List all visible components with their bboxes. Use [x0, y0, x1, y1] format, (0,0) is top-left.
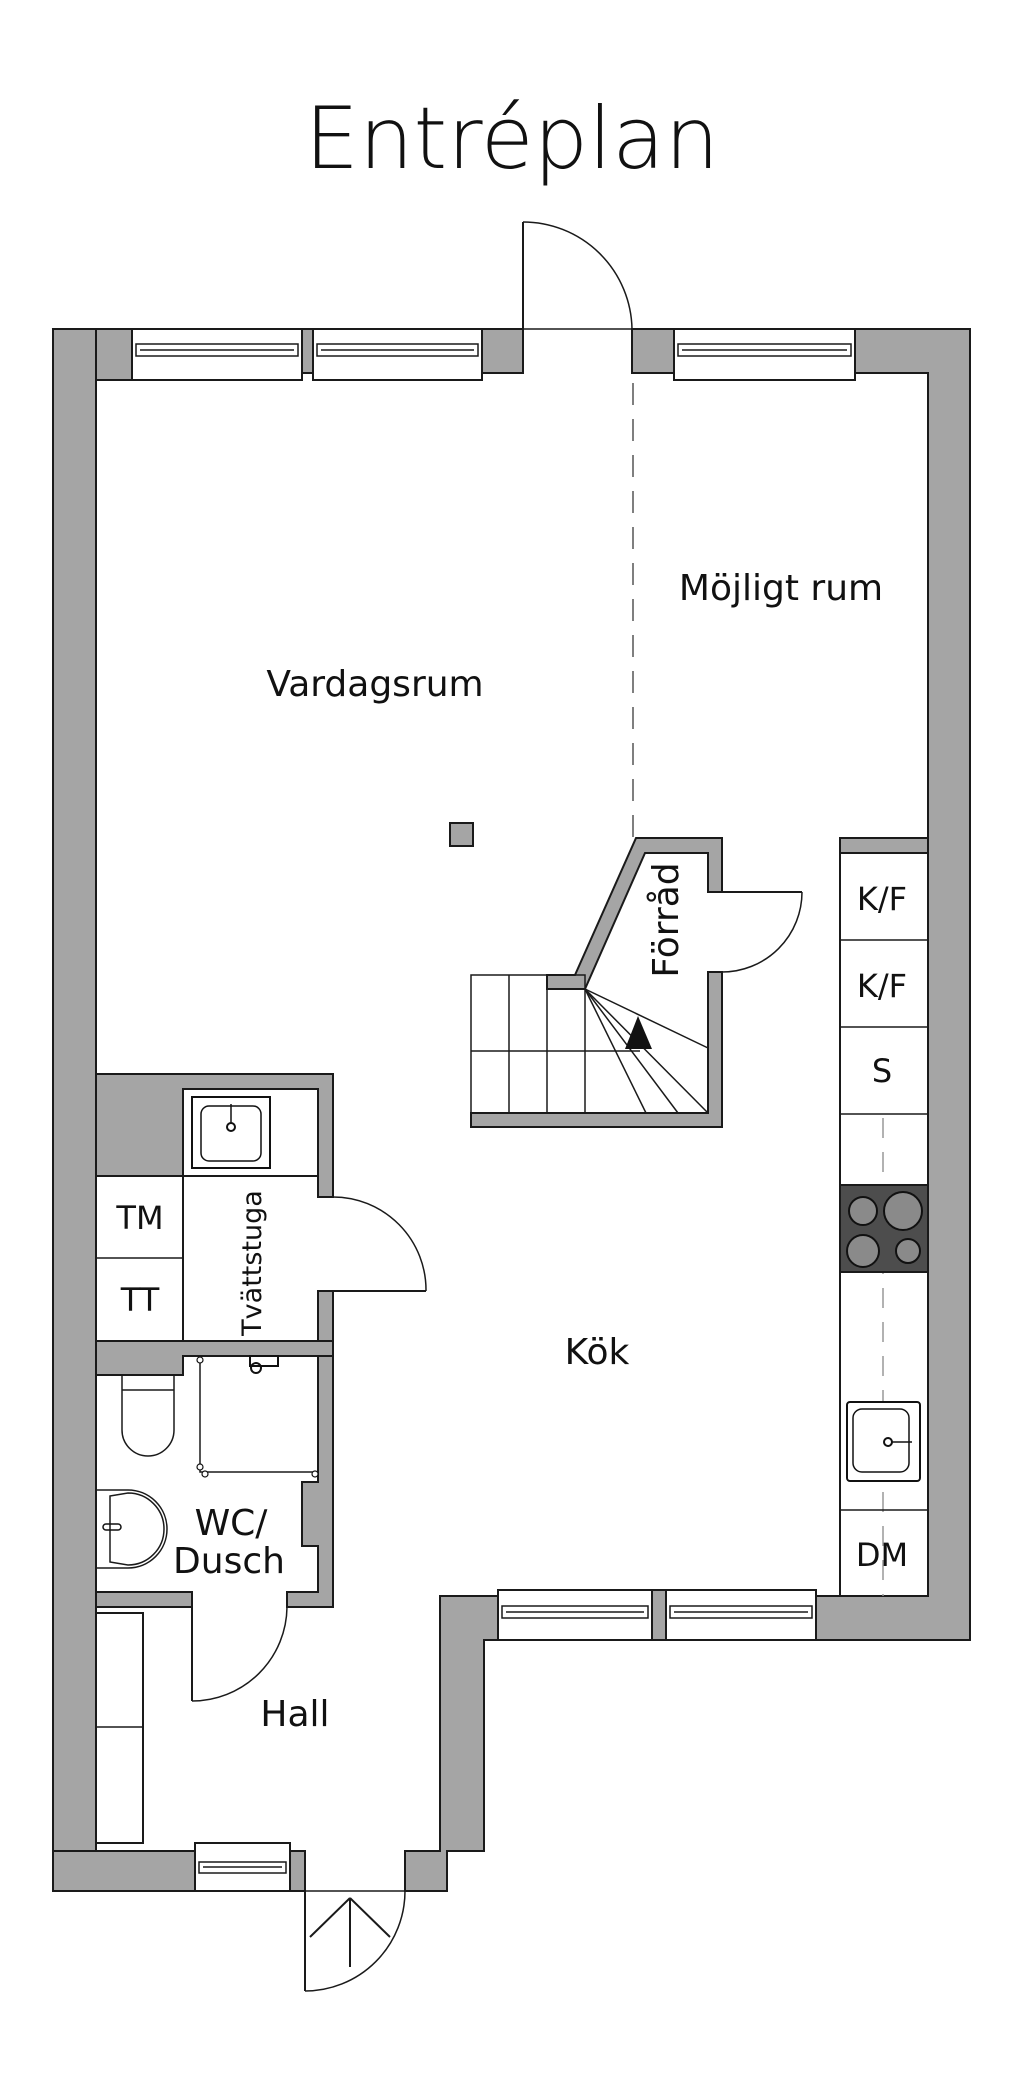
- door-forrad[interactable]: [708, 891, 803, 973]
- wall-wc-right: [286, 1355, 334, 1608]
- room-label-wc-line1: WC/: [195, 1503, 269, 1544]
- window-3: [673, 328, 856, 381]
- appliance-label-kf-1: K/F: [857, 880, 907, 918]
- hall-wardrobe: [95, 1612, 144, 1844]
- stove-icon: [839, 1184, 929, 1273]
- column: [449, 822, 474, 847]
- appliance-label-kf-2: K/F: [857, 967, 907, 1005]
- wall-wc-bottom-left: [95, 1591, 193, 1608]
- wc-fixtures: [96, 1355, 319, 1569]
- doors: [191, 221, 803, 1992]
- kitchen-sink-icon: [846, 1401, 921, 1482]
- stair-direction-arrow-icon: [625, 1016, 652, 1049]
- room-label-vardagsrum: Vardagsrum: [266, 664, 483, 705]
- windows: [131, 328, 856, 1892]
- room-label-forrad: Förråd: [646, 862, 687, 977]
- wc-sink-icon: [96, 1489, 168, 1569]
- kitchen-counter: [839, 852, 929, 1597]
- window-kitchen-1: [497, 1589, 653, 1641]
- appliance-label-dm: DM: [856, 1536, 908, 1574]
- room-label-kok: Kök: [565, 1332, 630, 1373]
- room-label-hall: Hall: [260, 1694, 329, 1735]
- appliance-label-tm: TM: [115, 1199, 163, 1237]
- wall-hall-right: [404, 1595, 499, 1892]
- toilet-icon: [121, 1375, 175, 1457]
- window-2: [312, 328, 483, 381]
- wall-forrad: [546, 837, 723, 990]
- entrance-arrow-icon: [309, 1897, 391, 1967]
- room-label-tvattstuga: Tvättstuga: [237, 1190, 268, 1337]
- wall-hall-bottom-pier: [289, 1850, 306, 1892]
- room-label-mojligt-rum: Möjligt rum: [679, 568, 883, 609]
- plan-title: Entréplan: [305, 89, 720, 189]
- appliance-label-tt: TT: [120, 1281, 160, 1319]
- appliance-label-s: S: [872, 1052, 892, 1090]
- staircase: [470, 837, 723, 1128]
- wall-right: [815, 328, 971, 1641]
- shower-icon: [196, 1355, 319, 1478]
- wall-pier-door-left: [481, 328, 524, 374]
- window-hall: [194, 1842, 291, 1892]
- wall-mullion-1: [301, 328, 314, 374]
- laundry-sink-icon: [191, 1096, 271, 1169]
- wall-mullion-kitchen: [651, 1589, 667, 1641]
- door-laundry[interactable]: [332, 1196, 427, 1292]
- wall-wc-top: [95, 1340, 334, 1376]
- wall-hall-bottom-left: [52, 1850, 196, 1892]
- window-1: [131, 328, 303, 381]
- room-label-wc-line2: Dusch: [173, 1541, 285, 1582]
- door-top[interactable]: [522, 221, 633, 373]
- door-wc[interactable]: [191, 1606, 288, 1702]
- wall-pier-door-right: [631, 328, 675, 374]
- laundry-fixtures: [95, 1088, 319, 1342]
- outer-walls: [51, 328, 971, 1892]
- door-entrance[interactable]: [304, 1890, 406, 1992]
- window-kitchen-2: [665, 1589, 817, 1641]
